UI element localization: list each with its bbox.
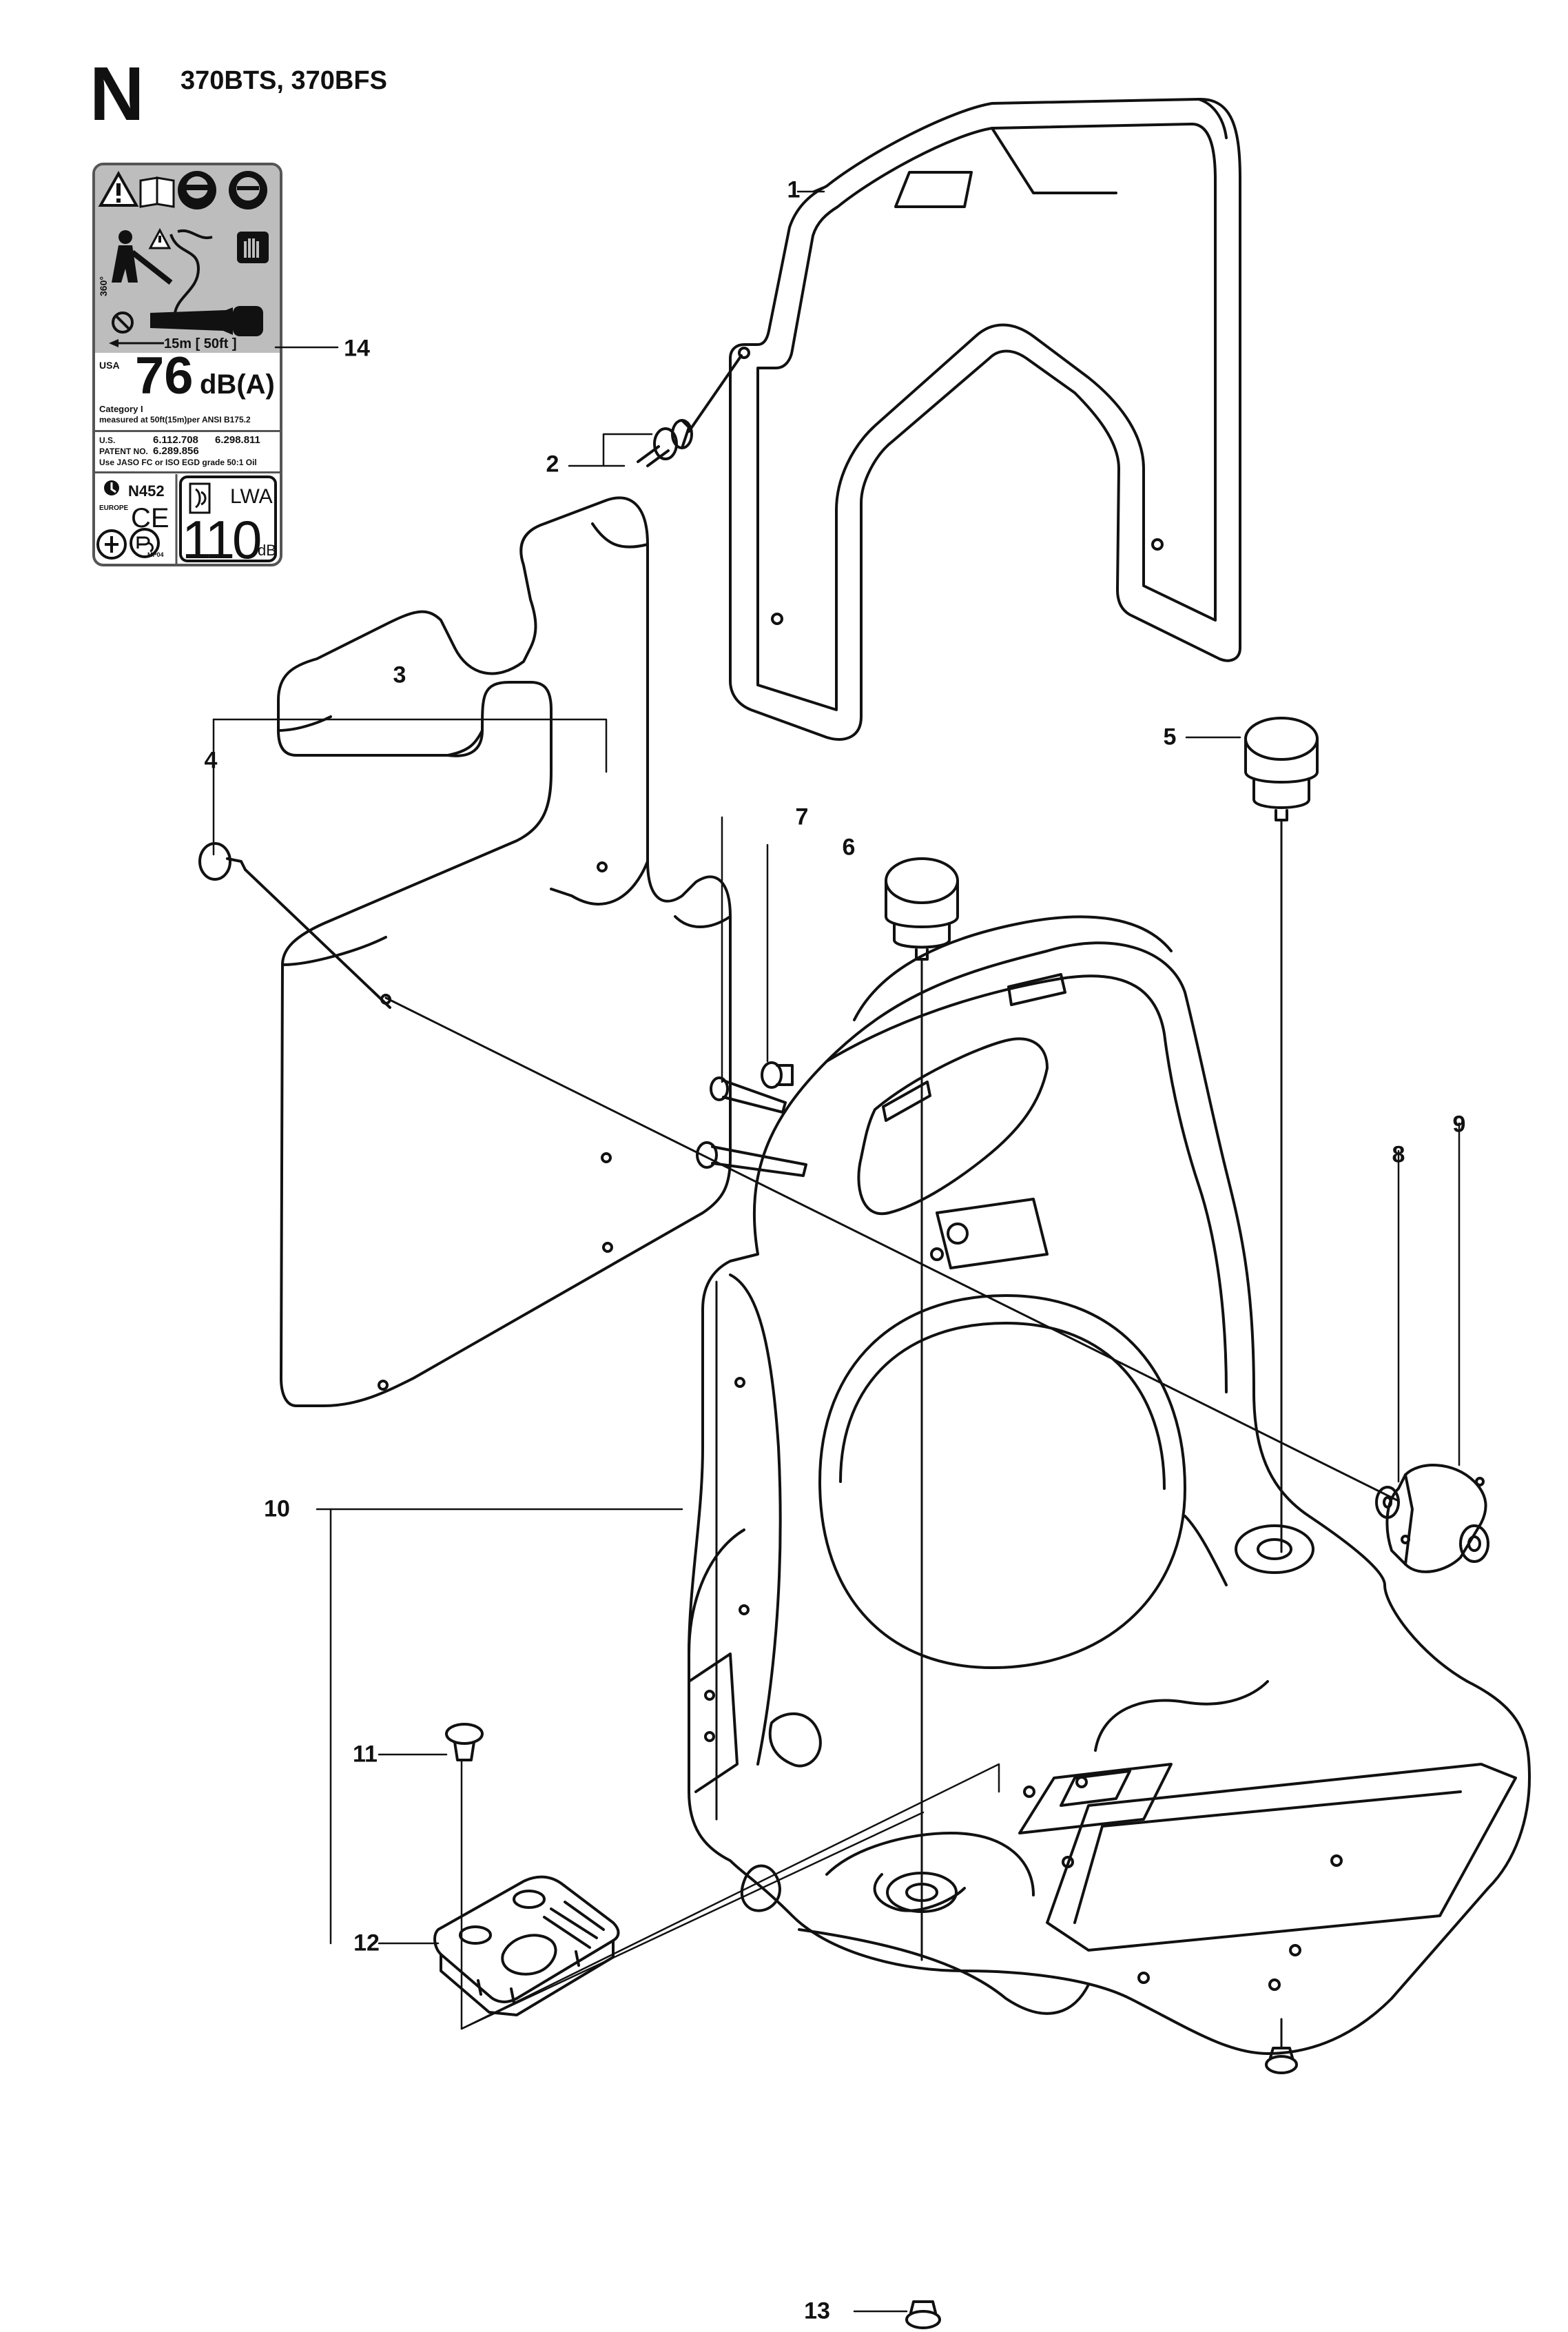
- emission-icon: [104, 480, 119, 495]
- model-names: 370BTS, 370BFS: [180, 66, 387, 95]
- callout-14[interactable]: 14: [344, 335, 370, 362]
- callout-11[interactable]: 11: [353, 1741, 378, 1768]
- decal-divider-2: [95, 471, 280, 473]
- rst-mark-icon: [130, 528, 160, 558]
- decal-label: 360° 15m [ 50ft ] USA 76 dB(A) Category …: [92, 163, 282, 566]
- patent-number-3: 6.289.856: [153, 445, 199, 457]
- part-pad-fastener: [198, 842, 391, 1009]
- callout-1[interactable]: 1: [787, 176, 801, 203]
- gs-mark-icon: [96, 529, 127, 560]
- callout-6[interactable]: 6: [842, 834, 856, 861]
- lwa-unit: dB: [258, 542, 276, 559]
- region-europe: EUROPE: [99, 504, 129, 512]
- assembly-axis-line: [384, 996, 1400, 1502]
- small-mark-code: MP04: [147, 551, 164, 558]
- part-rivet: [445, 1723, 484, 1761]
- part-rubber-damper-left: [885, 857, 959, 1961]
- part-rubber-damper-right: [1244, 717, 1319, 1553]
- callout-10[interactable]: 10: [264, 1495, 290, 1522]
- rotation-icon: [112, 311, 134, 334]
- part-screw-short: [761, 1061, 794, 1089]
- part-back-plate: [688, 915, 1531, 2055]
- blower-nozzle-icon: [150, 306, 263, 336]
- patent-number-1: 6.112.708: [153, 434, 198, 446]
- callout-12[interactable]: 12: [353, 1930, 380, 1956]
- noise-certificate-icon: [179, 475, 277, 562]
- lwa-value: 110: [182, 509, 262, 566]
- callout-9[interactable]: 9: [1452, 1111, 1466, 1138]
- sound-measured: measured at 50ft(15m)per ANSI B175.2: [99, 415, 251, 425]
- callout-leaders: [212, 186, 1461, 2313]
- part-knob: [1385, 1464, 1489, 1573]
- patent-number-2: 6.298.811: [215, 434, 260, 446]
- decal-divider: [95, 430, 280, 432]
- part-screw-long: [696, 1076, 807, 1177]
- callout-7[interactable]: 7: [795, 804, 809, 830]
- lwa-label: LWA: [230, 485, 273, 508]
- patent-us: U.S.: [99, 436, 116, 445]
- sound-level-value: 76: [135, 347, 194, 405]
- part-back-pad: [277, 496, 732, 1407]
- part-foot-bracket: [433, 1875, 620, 2016]
- callout-5[interactable]: 5: [1163, 724, 1177, 750]
- sound-level-unit: dB(A): [200, 369, 275, 400]
- callout-13[interactable]: 13: [804, 2298, 830, 2324]
- callout-4[interactable]: 4: [204, 747, 218, 774]
- gloves-icon: [237, 232, 269, 263]
- oil-spec: Use JASO FC or ISO EGD grade 50:1 Oil: [99, 458, 257, 467]
- patent-label: PATENT NO.: [99, 447, 148, 456]
- emission-code: N452: [128, 482, 165, 500]
- part-screw-2: [637, 354, 743, 467]
- callout-8[interactable]: 8: [1392, 1141, 1405, 1168]
- face-protection-icon: [229, 171, 267, 209]
- section-letter: N: [90, 52, 145, 136]
- part-rubber-foot: [905, 2018, 1298, 2329]
- operator-hazard-icon: [112, 227, 213, 314]
- region-usa: USA: [99, 360, 120, 371]
- decal-warning-panel: 360° 15m [ 50ft ]: [95, 165, 280, 353]
- part-harness-frame: [729, 97, 1241, 741]
- sound-category: Category I: [99, 404, 143, 414]
- manual-book-icon: [139, 176, 175, 208]
- ce-mark: CE: [131, 503, 169, 533]
- ear-eye-protection-icon: [178, 171, 216, 209]
- callout-2[interactable]: 2: [546, 451, 559, 478]
- distance-measure: 15m [ 50ft ]: [164, 336, 237, 351]
- callout-3[interactable]: 3: [393, 662, 406, 688]
- warning-triangle-icon: [98, 170, 139, 207]
